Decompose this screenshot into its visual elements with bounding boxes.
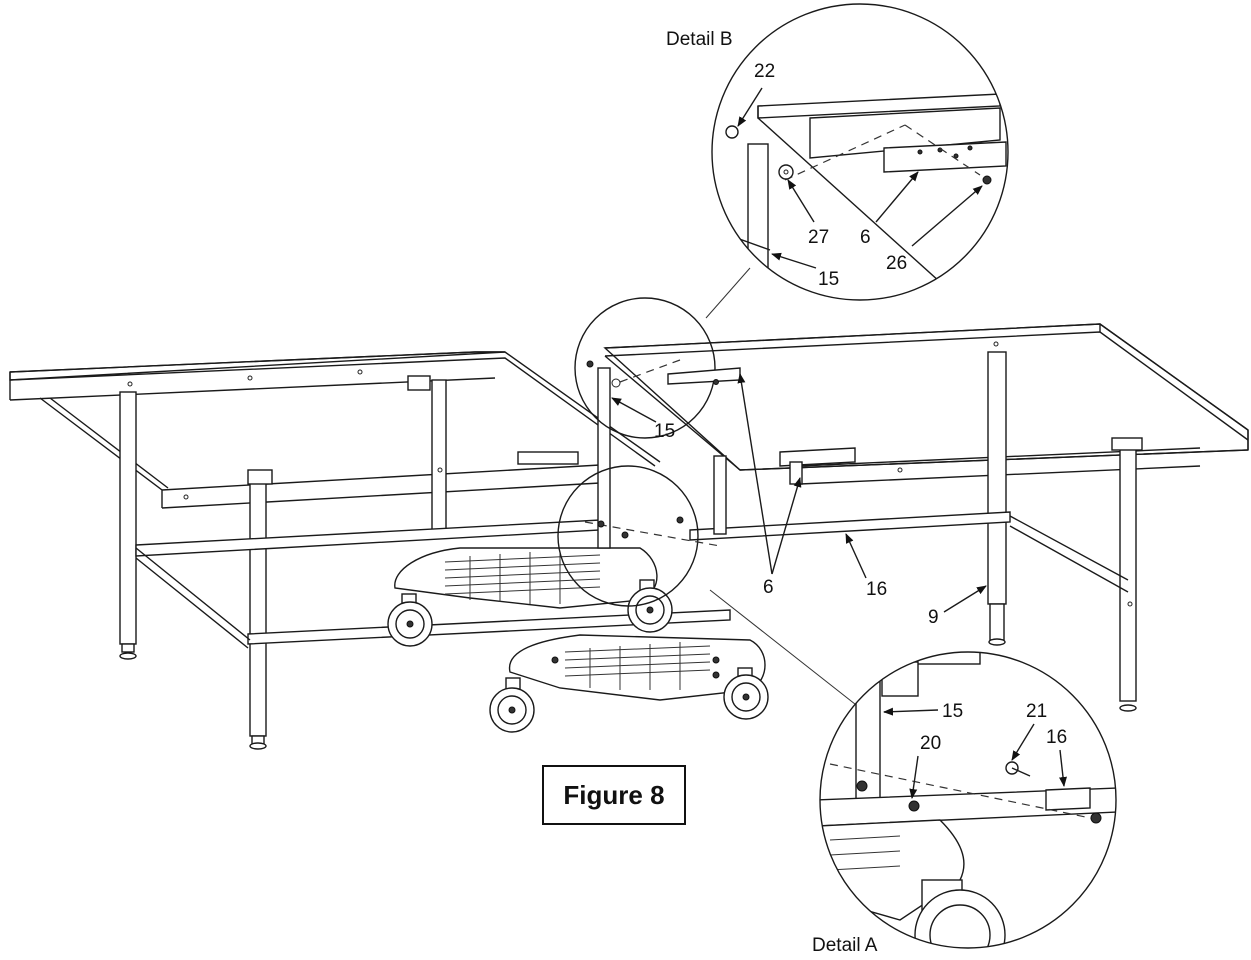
detail-a-magnified	[819, 651, 1117, 949]
part-label-15-main: 15	[654, 421, 676, 442]
part-label-22: 22	[754, 61, 776, 82]
part-label-16-detail: 16	[1046, 727, 1068, 748]
part-label-9: 9	[928, 607, 939, 628]
part-label-6-detail: 6	[860, 227, 871, 248]
callout-circle-lower	[557, 465, 721, 607]
roller-cart	[387, 367, 769, 733]
part-label-27: 27	[808, 227, 830, 248]
figure-title-box: Figure 8	[542, 765, 686, 825]
cart-wheel	[489, 677, 535, 733]
part-label-6-main: 6	[763, 577, 774, 598]
part-label-26: 26	[886, 253, 908, 274]
cart-wheel	[723, 667, 769, 720]
part-label-16-main: 16	[866, 579, 888, 600]
part-label-15-detail-b: 15	[818, 269, 840, 290]
detail-a-title: Detail A	[812, 935, 878, 956]
part-label-15-detail-a: 15	[942, 701, 964, 722]
part-label-20: 20	[920, 733, 942, 754]
left-table-half	[9, 351, 731, 750]
detail-b-title: Detail B	[666, 29, 733, 50]
cart-wheel	[627, 579, 673, 633]
cart-wheel	[387, 593, 433, 647]
part-label-21: 21	[1026, 701, 1048, 722]
figure-title: Figure 8	[563, 779, 665, 810]
detail-b-magnified	[711, 3, 1009, 301]
right-table-half	[603, 323, 1249, 712]
